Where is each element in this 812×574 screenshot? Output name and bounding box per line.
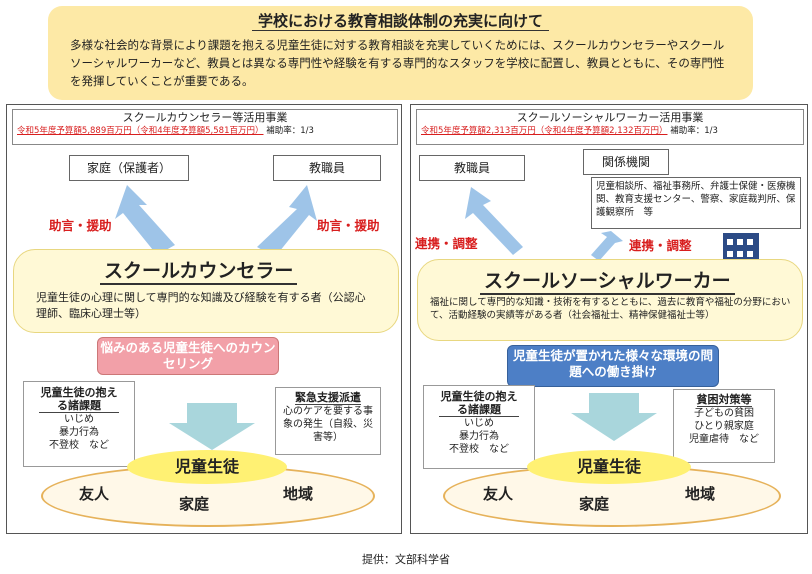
left-budget-line: 令和5年度予算額5,889百万円（令和4年度予算額5,581百万円） (17, 126, 264, 136)
left-community-label: 地域 (283, 485, 314, 503)
header-description: 多様な社会的な背景により課題を抱える児童生徒に対する教育相談を充実していくために… (70, 38, 725, 88)
left-arrow-to-teacher (257, 185, 317, 257)
poverty-single-parent: ひとり親家庭 (694, 421, 754, 432)
counselor-title: スクールカウンセラー (100, 256, 298, 285)
left-issues-callout: 児童生徒の抱える諸課題 いじめ 暴力行為 不登校 など (23, 381, 135, 467)
left-issues-title: 児童生徒の抱える諸課題 (39, 386, 119, 413)
page-title-text: 学校における教育相談体制の充実に向けて (251, 12, 549, 31)
right-issue-violence: 暴力行為 (459, 431, 499, 442)
left-budget-title: スクールカウンセラー等活用事業 (122, 111, 288, 124)
poverty-child: 子どもの貧困 (694, 408, 754, 419)
social-worker-title: スクールソーシャルワーカー (480, 266, 735, 295)
left-home-label: 家庭 (179, 495, 210, 513)
right-student-label: 児童生徒 (527, 450, 691, 484)
left-issue-violence: 暴力行為 (59, 427, 99, 438)
emergency-callout: 緊急支援派遣 心のケアを要する事象の発生（自殺、災害等） (275, 387, 381, 455)
right-community-label: 地域 (685, 485, 716, 503)
right-agency-list: 児童相談所、福祉事務所、弁護士保健・医療機関、教育支援センター、警察、家庭裁判所… (591, 177, 801, 229)
right-friends-label: 友人 (483, 485, 514, 503)
counseling-action: 悩みのある児童生徒へのカウンセリング (97, 337, 279, 375)
left-panel: スクールカウンセラー等活用事業 令和5年度予算額5,889百万円（令和4年度予算… (6, 104, 402, 534)
environment-action: 児童生徒が置かれた様々な環境の問題への働き掛け (507, 345, 719, 387)
social-worker-description: 福祉に関して専門的な知識・技術を有するとともに、過去に教育や福祉の分野において、… (430, 297, 791, 321)
left-arrows-svg (115, 185, 317, 450)
right-issues-callout: 児童生徒の抱える諸課題 いじめ 暴力行為 不登校 など (423, 385, 535, 469)
right-issue-absence: 不登校 など (449, 444, 509, 455)
right-issue-bullying: いじめ (464, 418, 494, 429)
right-teacher-box: 教職員 (419, 155, 525, 181)
footer-credit: 提供：文部科学省 (362, 553, 450, 566)
poverty-abuse: 児童虐待 など (689, 434, 759, 445)
right-coop-left: 連携・調整 (415, 236, 478, 251)
left-arrow-to-family (115, 185, 175, 255)
right-subsidy: 補助率：1/3 (670, 126, 718, 136)
left-subsidy: 補助率：1/3 (266, 126, 314, 136)
page-title: 学校における教育相談体制の充実に向けて (48, 10, 753, 31)
right-panel: スクールソーシャルワーカー活用事業 令和5年度予算額2,313百万円（令和4年度… (410, 104, 808, 534)
left-arrow-down (169, 403, 255, 450)
counselor-description: 児童生徒の心理に関して専門的な知識及び経験を有する者（公認心理師、臨床心理士等） (36, 291, 366, 320)
right-budget-line: 令和5年度予算額2,313百万円（令和4年度予算額2,132百万円） (421, 126, 668, 136)
right-agency-box: 関係機関 (583, 149, 669, 175)
emergency-title: 緊急支援派遣 (295, 391, 361, 405)
left-family-box: 家庭（保護者） (69, 155, 189, 181)
right-issues-title: 児童生徒の抱える諸課題 (439, 390, 519, 417)
left-budget-box: スクールカウンセラー等活用事業 令和5年度予算額5,889百万円（令和4年度予算… (12, 109, 398, 145)
right-arrow-agency (591, 231, 623, 261)
right-home-label: 家庭 (579, 495, 610, 513)
left-teacher-box: 教職員 (273, 155, 381, 181)
poverty-callout: 貧困対策等 子どもの貧困 ひとり親家庭 児童虐待 など (673, 389, 775, 463)
right-budget-title: スクールソーシャルワーカー活用事業 (516, 111, 704, 124)
left-issue-bullying: いじめ (64, 414, 94, 425)
right-arrow-teacher (465, 187, 523, 255)
left-advice-left: 助言・援助 (49, 218, 112, 233)
social-worker-role-box: スクールソーシャルワーカー 福祉に関して専門的な知識・技術を有するとともに、過去… (417, 259, 803, 341)
right-coop-right: 連携・調整 (629, 238, 692, 253)
header-panel: 学校における教育相談体制の充実に向けて 多様な社会的な背景により課題を抱える児童… (48, 6, 753, 100)
emergency-body: 心のケアを要する事象の発生（自殺、災害等） (283, 406, 373, 443)
left-issue-absence: 不登校 など (49, 440, 109, 451)
poverty-title: 貧困対策等 (696, 393, 752, 407)
left-friends-label: 友人 (79, 485, 110, 503)
counselor-role-box: スクールカウンセラー 児童生徒の心理に関して専門的な知識及び経験を有する者（公認… (13, 249, 399, 333)
left-student-label: 児童生徒 (127, 450, 287, 484)
left-advice-right: 助言・援助 (317, 218, 380, 233)
right-arrow-down (571, 393, 657, 441)
right-budget-box: スクールソーシャルワーカー活用事業 令和5年度予算額2,313百万円（令和4年度… (416, 109, 804, 145)
